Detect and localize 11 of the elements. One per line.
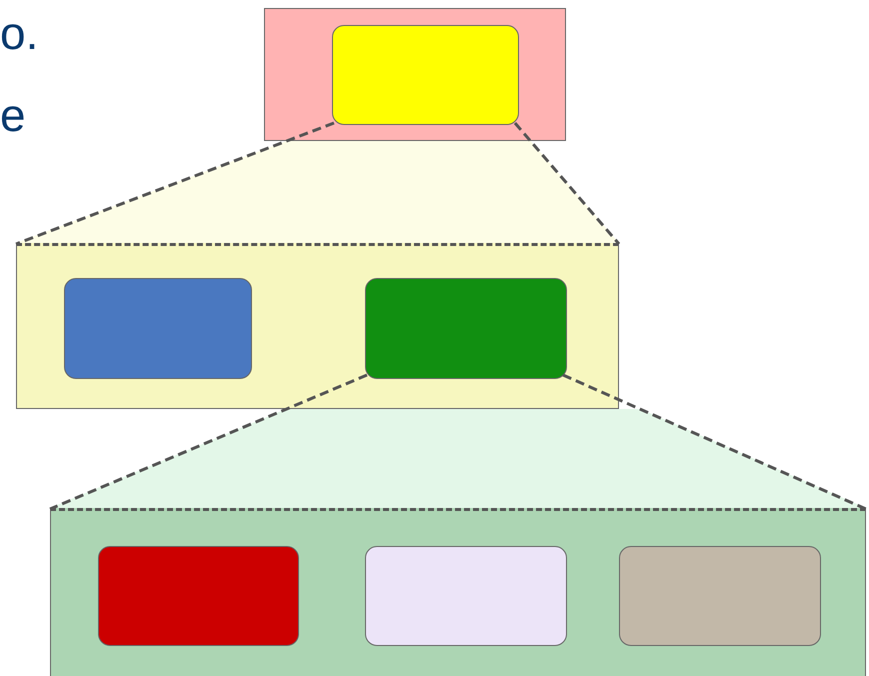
rounded-box xyxy=(64,278,252,379)
rounded-box xyxy=(365,278,567,379)
container-panel xyxy=(264,8,566,141)
rounded-box xyxy=(98,546,299,646)
rounded-box xyxy=(365,546,567,646)
rounded-box xyxy=(332,25,519,125)
rounded-box xyxy=(619,546,821,646)
text-fragment: o. xyxy=(0,10,38,56)
text-fragment: e xyxy=(0,92,26,138)
container-panel xyxy=(50,508,866,676)
container-panel xyxy=(16,243,619,409)
